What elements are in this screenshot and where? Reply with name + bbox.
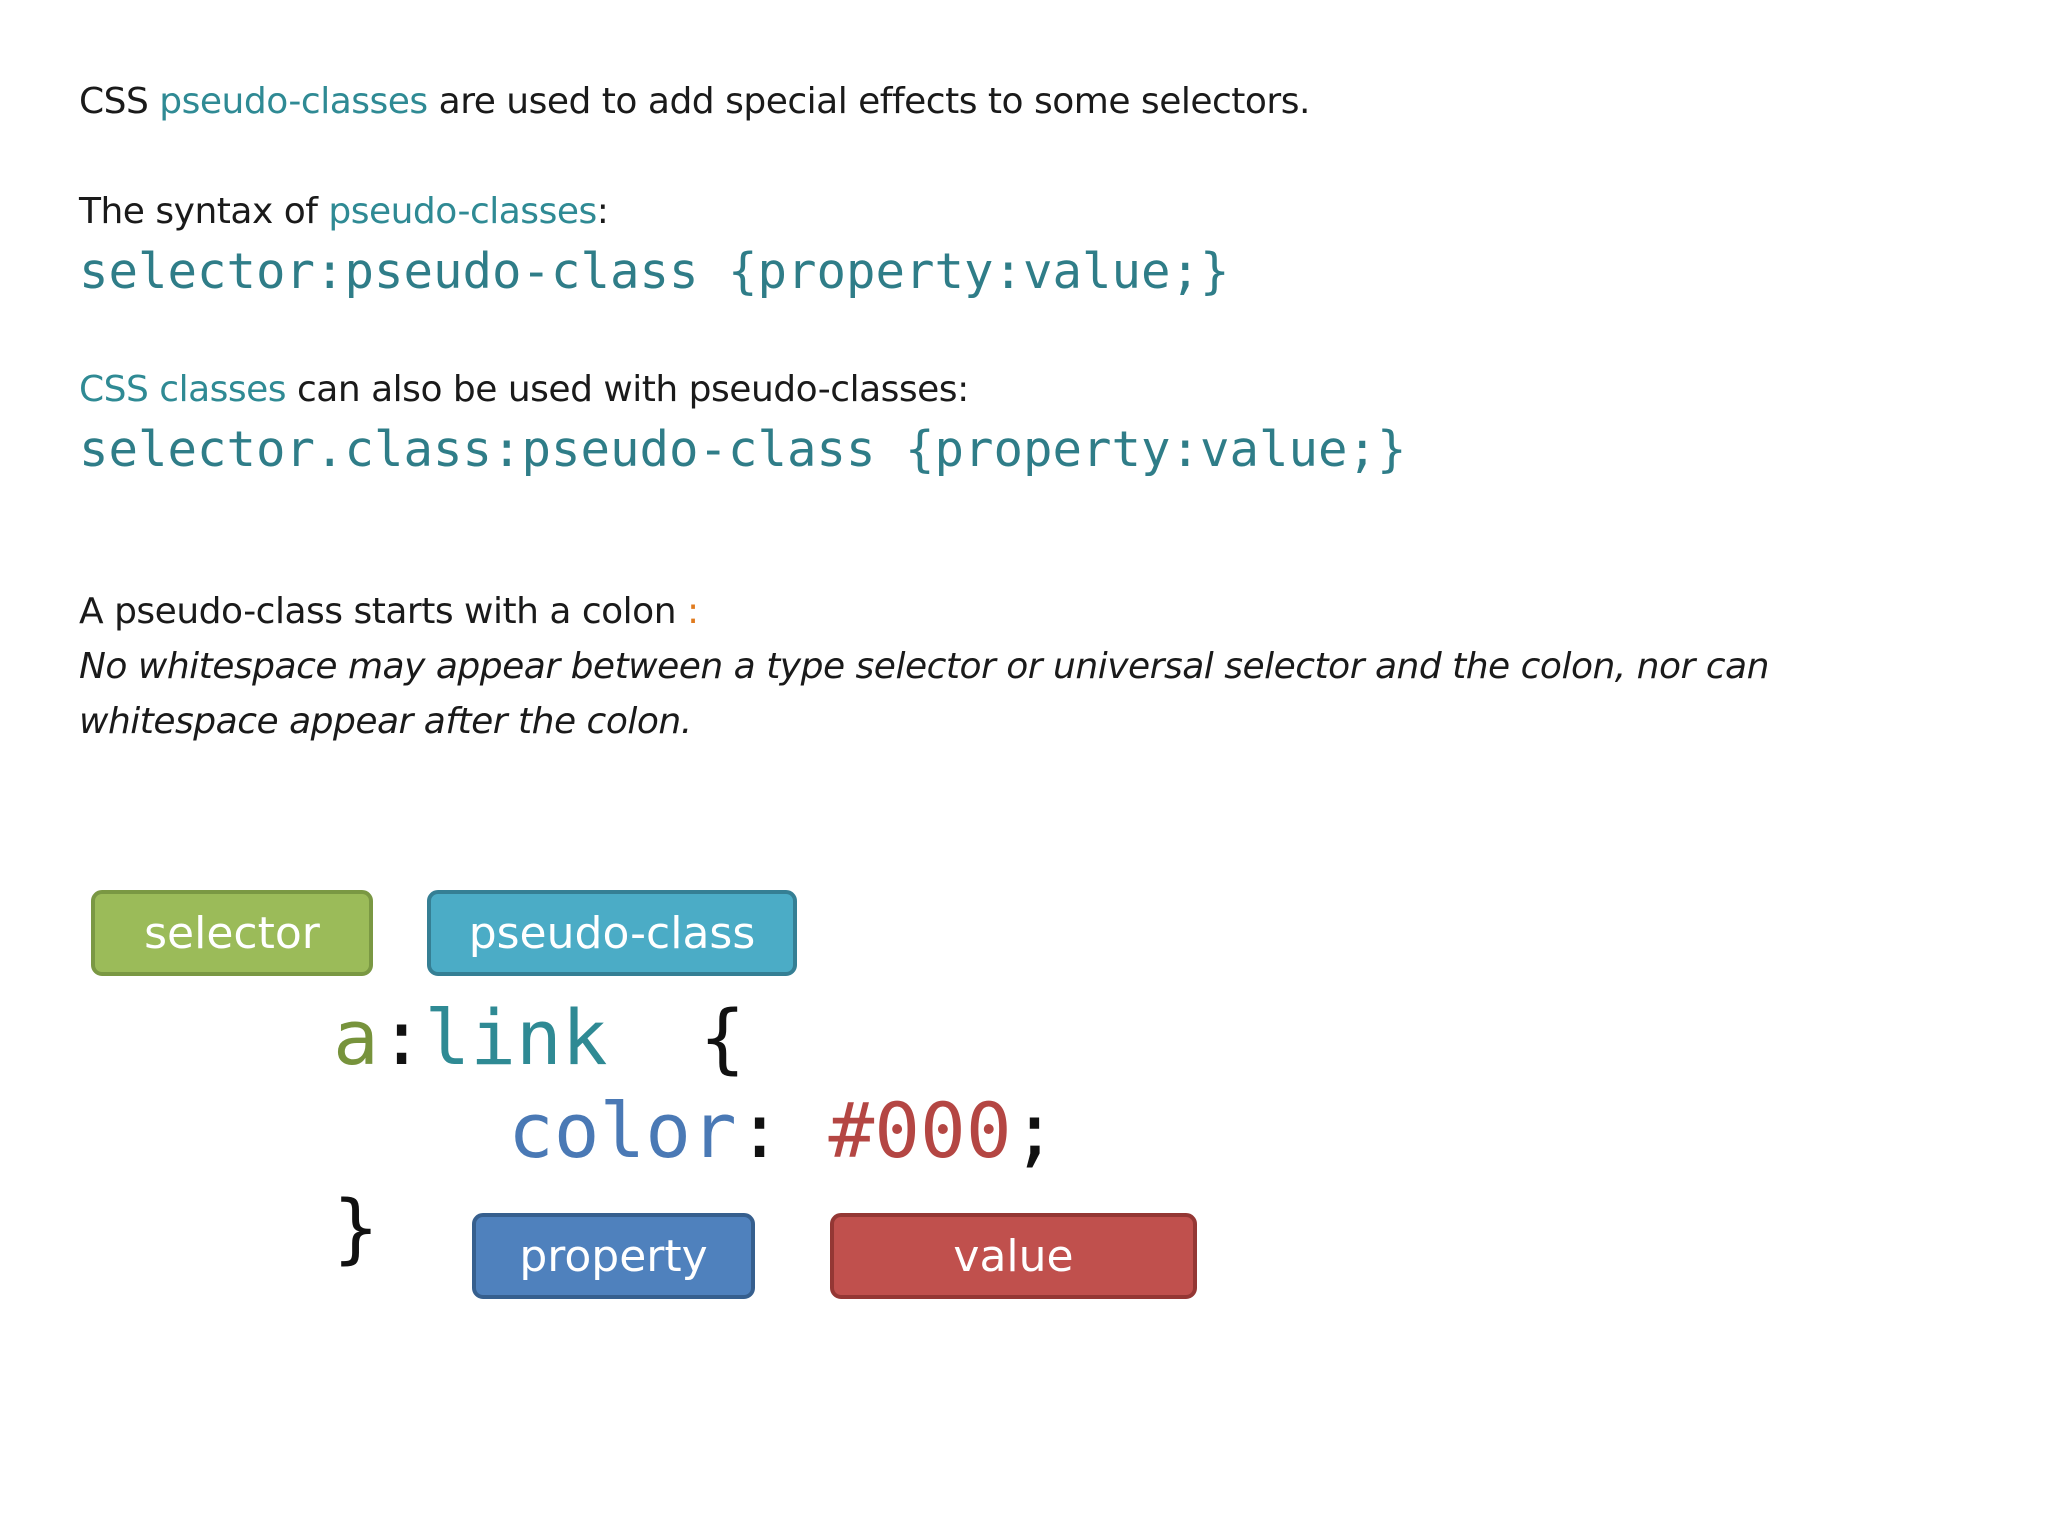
colon-note-italic-1: No whitespace may appear between a type … — [79, 646, 1769, 687]
classes-after: can also be used with pseudo-classes: — [286, 369, 969, 410]
value-label-box: value — [830, 1213, 1197, 1299]
example-colon: : — [378, 993, 425, 1082]
colon-note: A pseudo-class starts with a colon : — [79, 590, 699, 633]
syntax-after: : — [596, 191, 609, 232]
syntax-heading: The syntax of pseudo-classes: — [79, 190, 609, 233]
example-declaration-line: color:#000; — [508, 1093, 1057, 1169]
intro-text: CSS pseudo-classes are used to add speci… — [79, 80, 1310, 123]
pseudo-class-label: pseudo-class — [468, 907, 756, 959]
example-selector: a — [333, 993, 379, 1082]
example-close-brace: } — [333, 1183, 379, 1272]
intro-after: are used to add special effects to some … — [427, 81, 1311, 122]
pseudo-class-label-box: pseudo-class — [427, 890, 797, 976]
syntax-code: selector:pseudo-class {property:value;} — [79, 243, 1230, 300]
example-pseudo-class: link — [424, 993, 608, 1082]
intro-before: CSS — [79, 81, 160, 122]
colon-note-italic-2: whitespace appear after the colon. — [79, 701, 692, 742]
example-semicolon: ; — [1011, 1086, 1058, 1175]
selector-label: selector — [144, 907, 320, 959]
colon-note-text: A pseudo-class starts with a colon — [79, 591, 687, 632]
syntax-pseudo-classes-term: pseudo-classes — [328, 191, 597, 232]
value-label: value — [953, 1230, 1074, 1282]
example-selector-line: a:link{ — [333, 1000, 745, 1076]
colon-symbol: : — [686, 591, 699, 632]
classes-heading: CSS classes can also be used with pseudo… — [79, 368, 969, 411]
example-property: color — [508, 1086, 737, 1175]
classes-code: selector.class:pseudo-class {property:va… — [79, 421, 1407, 478]
example-value: #000 — [828, 1086, 1012, 1175]
selector-label-box: selector — [91, 890, 373, 976]
example-prop-colon: : — [736, 1086, 783, 1175]
example-open-brace: { — [699, 993, 746, 1082]
intro-pseudo-classes-term: pseudo-classes — [159, 81, 428, 122]
syntax-before: The syntax of — [79, 191, 329, 232]
property-label: property — [519, 1230, 708, 1282]
classes-term: CSS classes — [79, 369, 287, 410]
property-label-box: property — [472, 1213, 755, 1299]
